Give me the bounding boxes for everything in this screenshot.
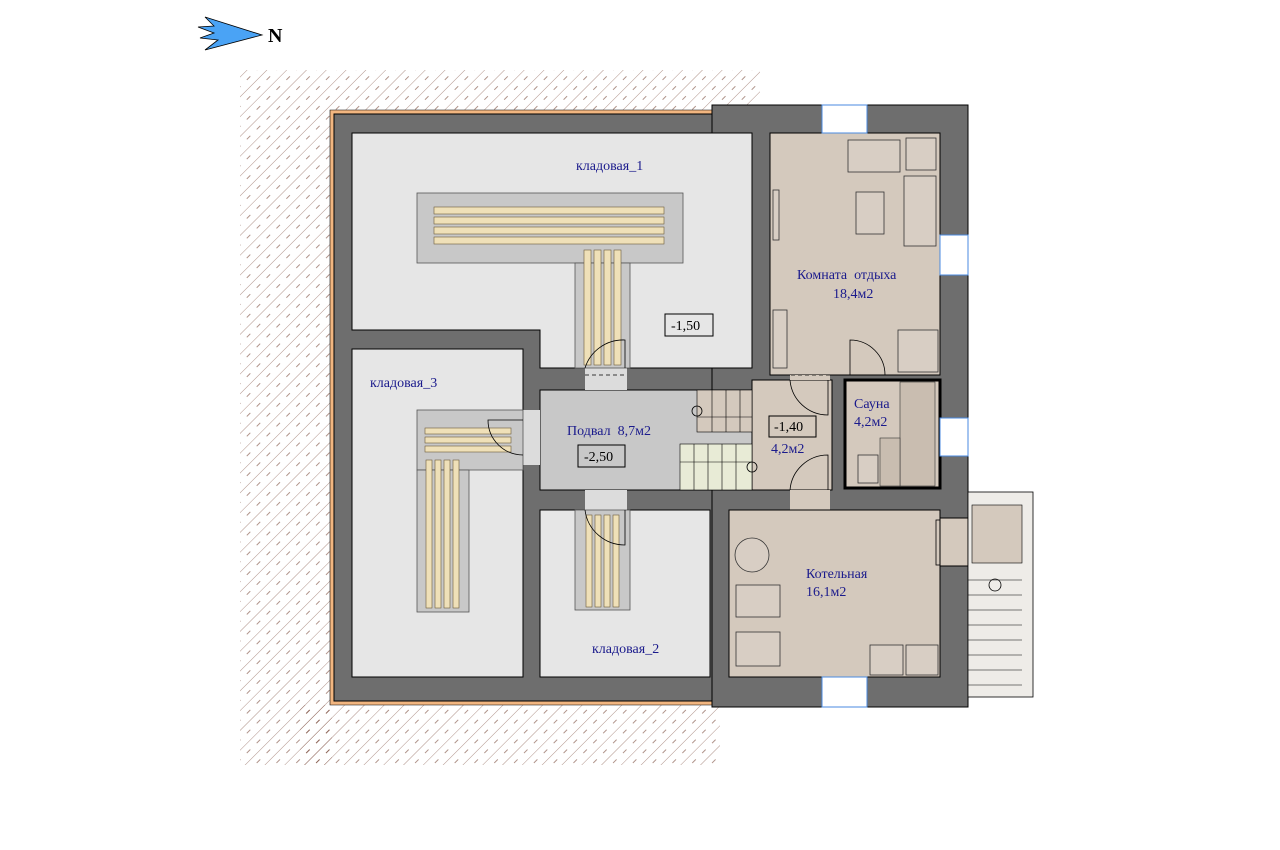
soil-hatching (240, 70, 760, 765)
level-vestibule: -1,40 (774, 420, 803, 435)
boiler-icon (735, 584, 781, 618)
sofa-icon (903, 175, 937, 247)
water-tank-icon (734, 537, 770, 573)
room-label-sauna: Сауна (854, 397, 890, 412)
level-marker (768, 415, 817, 438)
boiler-icon (735, 631, 781, 667)
room-label-lounge: Комната отдыха (797, 268, 897, 283)
room-area-sauna: 4,2м2 (854, 415, 887, 430)
room-area-boiler: 16,1м2 (806, 585, 846, 600)
armchair-icon (905, 137, 937, 171)
shelving-storage-1 (416, 192, 684, 369)
doorway (523, 410, 540, 465)
room-area-vestibule: 4,2м2 (771, 442, 804, 457)
room-label-basement: Подвал 8,7м2 (567, 424, 651, 439)
room-label-storage-1: кладовая_1 (576, 159, 643, 174)
boiler-equipment (734, 537, 939, 676)
window (821, 104, 969, 708)
level-marker (577, 444, 626, 468)
doorway (585, 490, 627, 510)
sofa-icon (847, 139, 901, 173)
entrance-porch (967, 491, 1034, 698)
level-storage-1: -1,50 (671, 319, 700, 334)
shower-icon (897, 329, 939, 373)
sauna-stove-icon (857, 454, 879, 484)
doorway (585, 368, 627, 390)
north-label: N (268, 25, 283, 47)
level-basement: -2,50 (584, 450, 613, 465)
room-area-lounge: 18,4м2 (833, 287, 873, 302)
shelving-storage-3 (416, 409, 524, 613)
level-marker (664, 313, 714, 337)
room-label-storage-2: кладовая_2 (592, 642, 659, 657)
sauna-benches (857, 381, 936, 487)
door (487, 339, 941, 566)
lounge-furniture (772, 137, 939, 373)
room-label-boiler: Котельная (806, 567, 868, 582)
shelving-storage-2 (574, 509, 631, 611)
doorway (939, 517, 969, 567)
staircase (679, 389, 758, 491)
north-arrow-icon: N (197, 16, 283, 51)
room-label-storage-3: кладовая_3 (370, 376, 437, 391)
table-icon (855, 191, 885, 235)
